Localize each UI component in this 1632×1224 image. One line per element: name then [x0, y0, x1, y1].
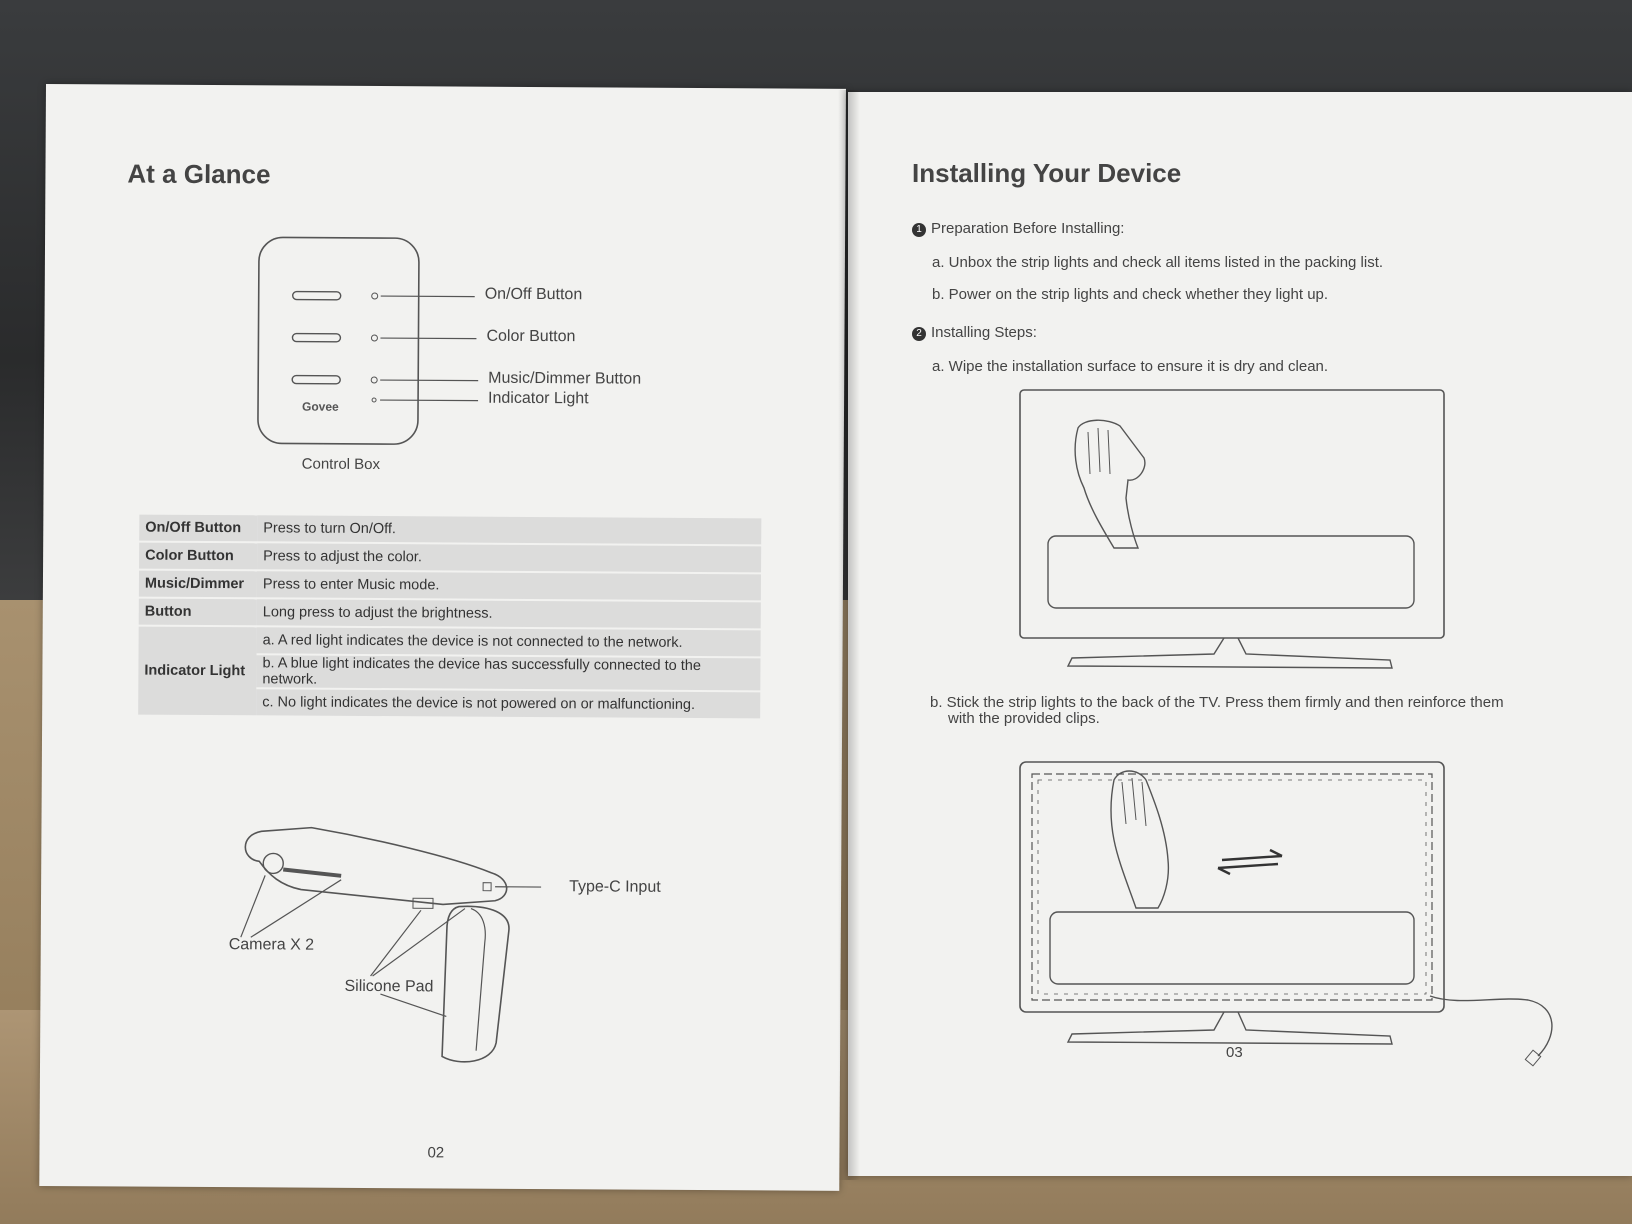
- tv-wipe-illustration: [1019, 389, 1445, 669]
- left-page: At a Glance Govee On/Off Button Color Bu…: [39, 84, 846, 1191]
- table-row: Button Long press to adjust the brightne…: [138, 598, 761, 629]
- prep-item-a: a. Unbox the strip lights and check all …: [932, 254, 1384, 271]
- callout-onoff: On/Off Button: [484, 285, 583, 304]
- step-b-text-line1: b. Stick the strip lights to the back of…: [930, 694, 1504, 711]
- row-key: On/Off Button: [139, 514, 258, 542]
- callout-leaders: [380, 295, 479, 402]
- callout-color: Color Button: [486, 327, 576, 346]
- row-key: Music/Dimmer: [138, 570, 258, 598]
- row-key-continued: Button: [138, 598, 257, 626]
- row-key: Indicator Light: [138, 626, 257, 716]
- tv-strip-illustration: [1019, 761, 1553, 1067]
- step-a-text: a. Wipe the installation surface to ensu…: [932, 358, 1329, 375]
- callout-type-c: Type-C Input: [569, 878, 661, 896]
- section-heading-text: Preparation Before Installing:: [931, 220, 1125, 237]
- control-box-caption: Control Box: [301, 455, 381, 474]
- step-marker: 2: [912, 327, 926, 341]
- callout-silicone-pad: Silicone Pad: [344, 977, 434, 996]
- table-row: Color Button Press to adjust the color.: [139, 542, 762, 573]
- book-gutter: [838, 90, 860, 1180]
- section-heading-text: Installing Steps:: [931, 324, 1037, 341]
- row-value: a. A red light indicates the device is n…: [256, 627, 761, 657]
- row-value: Press to turn On/Off.: [257, 515, 762, 545]
- section-heading-steps: 2 Installing Steps:: [912, 324, 1037, 341]
- page-number: 03: [1226, 1044, 1243, 1061]
- page-number: 02: [427, 1144, 445, 1162]
- callout-camera: Camera X 2: [228, 936, 315, 954]
- spec-table: On/Off Button Press to turn On/Off. Colo…: [138, 513, 762, 721]
- row-value: c. No light indicates the device is not …: [256, 689, 761, 719]
- callout-music: Music/Dimmer Button: [488, 369, 642, 388]
- row-value: Long press to adjust the brightness.: [256, 599, 761, 629]
- row-key: Color Button: [139, 542, 258, 570]
- step-b-text-line2: with the provided clips.: [948, 710, 1100, 727]
- row-value: Press to adjust the color.: [257, 543, 762, 573]
- section-heading-preparation: 1 Preparation Before Installing:: [912, 220, 1124, 237]
- callout-indicator: Indicator Light: [488, 389, 589, 408]
- row-value: Press to enter Music mode.: [256, 571, 762, 601]
- step-marker: 1: [912, 223, 926, 237]
- page-title: Installing Your Device: [912, 158, 1182, 188]
- table-row: Music/Dimmer Press to enter Music mode.: [138, 570, 762, 601]
- right-page: Installing Your Device 1 Preparation Befo…: [848, 92, 1632, 1176]
- prep-item-b: b. Power on the strip lights and check w…: [932, 286, 1329, 303]
- camera-device-drawing: [240, 826, 542, 1063]
- table-row: On/Off Button Press to turn On/Off.: [139, 514, 762, 545]
- row-value: b. A blue light indicates the device has…: [256, 655, 761, 691]
- control-box-diagram: [257, 236, 420, 445]
- table-row: Indicator Light a. A red light indicates…: [138, 626, 761, 716]
